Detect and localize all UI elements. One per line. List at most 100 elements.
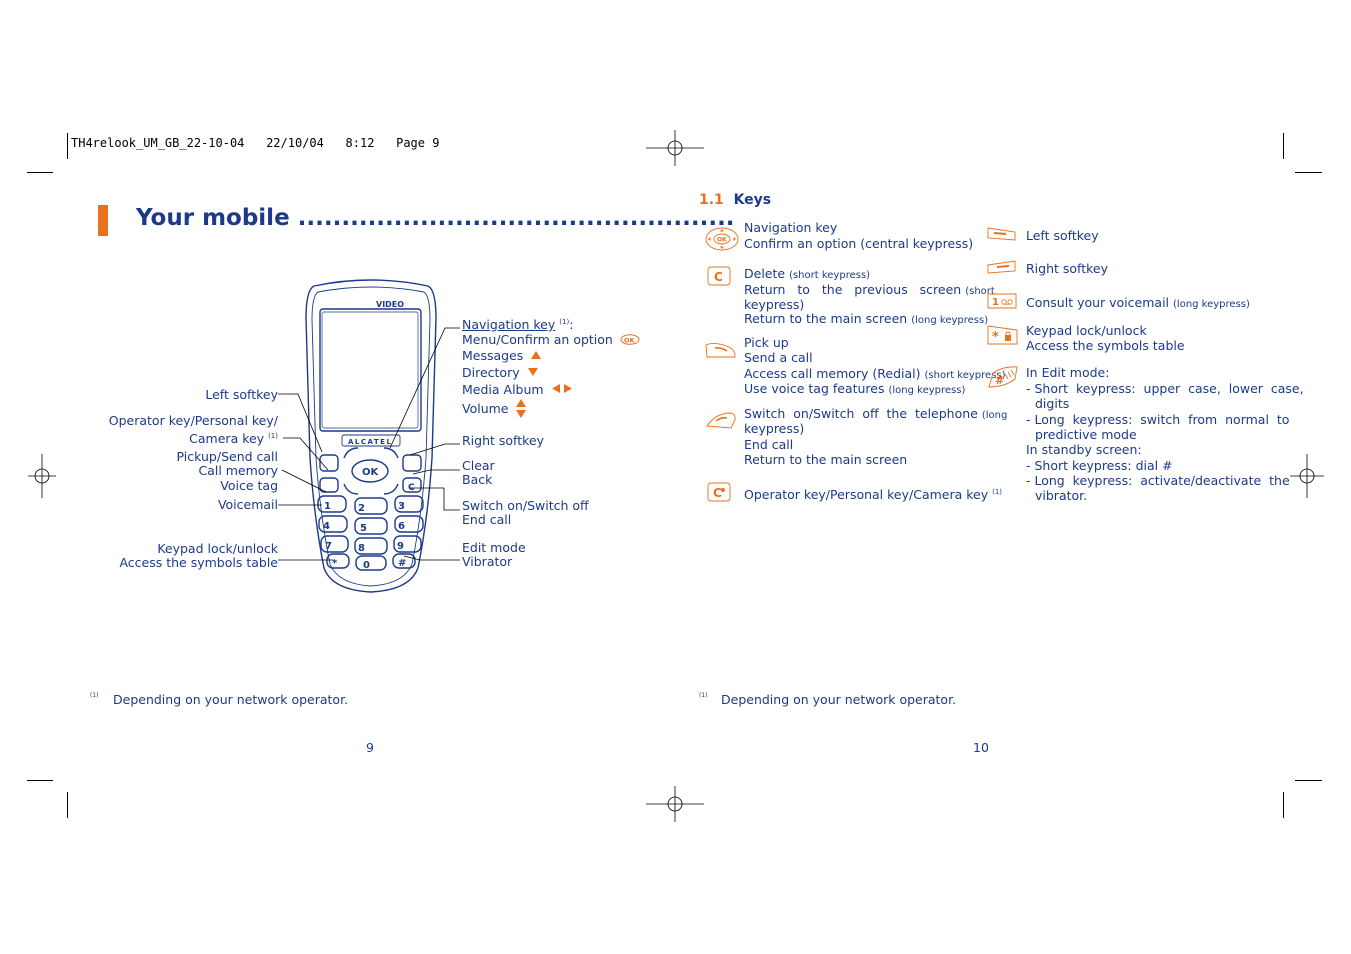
edit-desc-5: predictive mode (1035, 427, 1137, 442)
switch-desc-2: keypress) (744, 421, 805, 436)
svg-text:2: 2 (358, 503, 365, 514)
svg-text:5: 5 (360, 523, 367, 534)
section-heading: 1.1 Keys (699, 192, 772, 208)
callout-switch-on-off: Switch on/Switch off (462, 498, 589, 513)
svg-text:#: # (995, 374, 1004, 387)
pickup-desc-2: Send a call (744, 350, 813, 365)
switch-desc-3: End call (744, 437, 794, 452)
lock-desc-1: Keypad lock/unlock (1026, 323, 1147, 338)
ok-key-icon: OK (620, 334, 640, 345)
nav-desc-2: Confirm an option (central keypress) (744, 236, 974, 251)
registration-mark-bottom (646, 786, 704, 822)
arrow-down-icon (527, 368, 538, 376)
navigation-key-icon: OK (705, 227, 739, 251)
switch-desc-4: Return to the main screen (744, 452, 908, 467)
svg-text:6: 6 (398, 521, 405, 532)
callout-pickup-line3: Voice tag (220, 478, 278, 493)
svg-text:*: * (992, 330, 999, 345)
pickup-desc-3: Access call memory (Redial) (short keypr… (744, 366, 1006, 381)
svg-text:4: 4 (323, 521, 330, 532)
right-softkey-icon (987, 260, 1016, 274)
pickup-desc-4: Use voice tag features (long keypress) (744, 381, 966, 396)
edit-desc-3: digits (1035, 396, 1070, 411)
left-softkey-desc: Left softkey (1026, 228, 1099, 243)
svg-text:8: 8 (358, 543, 365, 554)
edit-desc-8: - Long keypress: activate/deactivate the (1026, 473, 1290, 488)
registration-mark-right (1290, 454, 1324, 498)
callout-keypad-line2: Access the symbols table (119, 555, 278, 570)
hash-vibrate-key-icon: # (988, 366, 1018, 388)
star-lock-key-icon: * (987, 325, 1018, 345)
footnote-mark-left: (1) (90, 692, 99, 699)
callout-keypad-line1: Keypad lock/unlock (157, 541, 278, 556)
print-slug: TH4relook_UM_GB_22-10-04 22/10/04 8:12 P… (71, 136, 440, 150)
pickup-key-icon (705, 342, 736, 358)
edit-desc-2: - Short keypress: upper case, lower case… (1026, 381, 1304, 396)
callout-navigation-key: Navigation key (1): (462, 317, 574, 333)
edit-desc-1: In Edit mode: (1026, 365, 1110, 380)
svg-text:7: 7 (325, 541, 332, 552)
svg-text:OK: OK (717, 237, 727, 244)
callout-media-album: Media Album (462, 382, 573, 398)
switch-desc-1: Switch on/Switch off the telephone (long (744, 406, 1008, 421)
delete-desc-4: Return to the main screen (long keypress… (744, 311, 989, 326)
callout-pickup-line1: Pickup/Send call (176, 449, 278, 464)
callout-clear: Clear (462, 458, 495, 473)
svg-text:*: * (332, 558, 338, 569)
edit-desc-9: vibrator. (1035, 488, 1088, 503)
delete-desc-3: keypress) (744, 297, 805, 312)
arrow-left-right-icon (551, 384, 572, 393)
registration-mark-top (646, 130, 704, 166)
voicemail-key-icon: 1 (987, 293, 1017, 309)
edit-desc-7: - Short keypress: dial # (1026, 458, 1173, 473)
callout-operator-key-line1: Operator key/Personal key/ (108, 413, 278, 428)
svg-text:1: 1 (992, 297, 999, 308)
pickup-desc-1: Pick up (744, 335, 789, 350)
svg-text:OK: OK (624, 336, 636, 344)
voicemail-desc: Consult your voicemail (long keypress) (1026, 295, 1250, 310)
left-softkey-icon (987, 227, 1016, 241)
delete-desc-2: Return to the previous screen (short (744, 282, 995, 297)
operator-desc: Operator key/Personal key/Camera key (1) (744, 487, 1003, 503)
footnote-right: Depending on your network operator. (721, 692, 957, 707)
callout-voicemail: Voicemail (217, 497, 278, 512)
svg-text:OK: OK (362, 467, 380, 478)
callout-left-softkey: Left softkey (205, 387, 278, 402)
registration-mark-left (28, 454, 56, 498)
edit-desc-6: In standby screen: (1026, 442, 1142, 457)
svg-text:9: 9 (397, 541, 404, 552)
nav-desc-1: Navigation key (744, 220, 838, 235)
page-number-left: 9 (366, 740, 374, 755)
svg-text:3: 3 (398, 501, 405, 512)
lock-desc-2: Access the symbols table (1026, 338, 1185, 353)
phone-video-label: VIDEO (376, 300, 404, 309)
callout-operator-key-line2: Camera key (1) (189, 431, 278, 447)
svg-text:C: C (713, 486, 722, 500)
callout-volume: Volume (462, 399, 527, 419)
callout-back: Back (462, 472, 493, 487)
arrow-up-down-icon (516, 399, 527, 418)
footnote-mark-right: (1) (699, 692, 708, 699)
footnote-left: Depending on your network operator. (113, 692, 349, 707)
callout-directory: Directory (462, 365, 539, 381)
delete-desc-1: Delete (short keypress) (744, 266, 871, 281)
callout-edit-mode: Edit mode (462, 540, 526, 555)
right-softkey-desc: Right softkey (1026, 261, 1109, 276)
callout-end-call: End call (462, 512, 512, 527)
clear-key-icon: C (707, 266, 731, 286)
svg-text:1: 1 (324, 501, 331, 512)
callout-right-softkey: Right softkey (462, 433, 545, 448)
callout-vibrator: Vibrator (462, 554, 513, 569)
svg-text:C: C (714, 270, 723, 284)
page-number-right: 10 (973, 740, 989, 755)
arrow-up-icon (531, 351, 542, 359)
callout-menu-confirm: Menu/Confirm an option OK (462, 332, 640, 348)
callout-messages: Messages (462, 348, 542, 364)
camera-key-icon: C (707, 482, 731, 502)
edit-desc-4: - Long keypress: switch from normal to (1026, 412, 1290, 427)
callout-pickup-line2: Call memory (198, 463, 278, 478)
end-key-icon (706, 412, 736, 429)
title-bar (98, 205, 108, 236)
svg-text:0: 0 (363, 560, 370, 571)
